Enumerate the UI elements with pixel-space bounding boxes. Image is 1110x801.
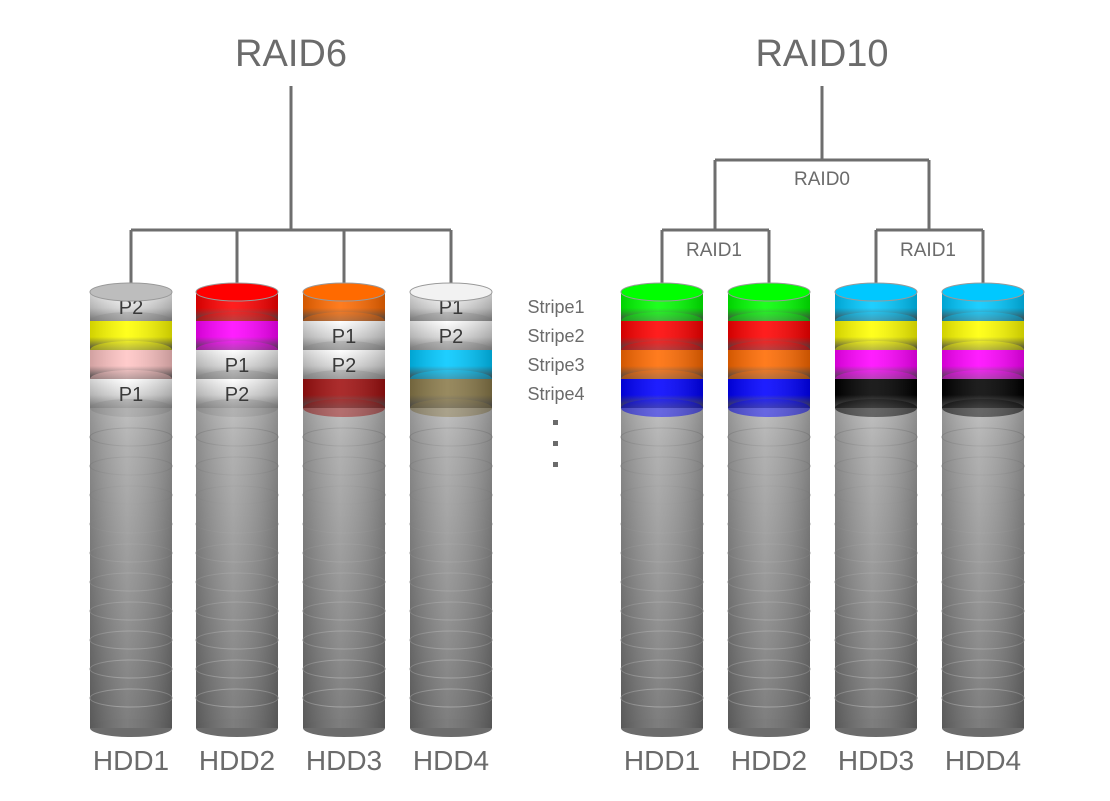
- raid10-disk-array: [620, 282, 1025, 737]
- stripe-label-4: Stripe4: [527, 384, 584, 404]
- disk-top-cap: [409, 282, 493, 302]
- raid6-connector-tree: [129, 86, 453, 292]
- stripe-label-3: Stripe3: [527, 355, 584, 375]
- raid6-title: RAID6: [235, 33, 347, 75]
- raid1-label-right: RAID1: [900, 240, 956, 261]
- raid10-disk-1: [620, 282, 704, 737]
- disk-top-cap: [302, 282, 386, 302]
- stripe-label-1: Stripe1: [527, 297, 584, 317]
- raid6-disk-label-2: HDD2: [199, 745, 275, 776]
- disk-top-cap: [834, 282, 918, 302]
- raid10-connector-tree: [660, 86, 985, 292]
- stripe-legend: Stripe1 Stripe2 Stripe3 Stripe4: [527, 297, 585, 467]
- disk-top-cap: [727, 282, 811, 302]
- raid6-disk-2: P1P2: [195, 282, 279, 737]
- raid6-disk-label-4: HDD4: [413, 745, 489, 776]
- raid1-label-left: RAID1: [686, 240, 742, 261]
- raid10-disk-label-4: HDD4: [945, 745, 1021, 776]
- raid10-disk-label-3: HDD3: [838, 745, 914, 776]
- raid6-disk-array: P2P1 P1P2 P1P2 P1P2: [89, 282, 493, 737]
- raid10-disk-3: [834, 282, 918, 737]
- raid10-disk-2: [727, 282, 811, 737]
- raid6-disk-4: P1P2: [409, 282, 493, 737]
- disk-top-cap: [941, 282, 1025, 302]
- raid0-label: RAID0: [794, 169, 850, 190]
- stripe-label-2: Stripe2: [527, 326, 584, 346]
- disk-top-cap: [89, 282, 173, 302]
- continuation-dots: [553, 420, 558, 467]
- disk-top-cap: [195, 282, 279, 302]
- raid10-disk-label-2: HDD2: [731, 745, 807, 776]
- raid6-disk-1: P2P1: [89, 282, 173, 737]
- raid6-disk-3: P1P2: [302, 282, 386, 737]
- disk-top-cap: [620, 282, 704, 302]
- raid6-disk-label-1: HDD1: [93, 745, 169, 776]
- raid6-disk-label-3: HDD3: [306, 745, 382, 776]
- raid10-title: RAID10: [755, 33, 888, 75]
- raid10-disk-4: [941, 282, 1025, 737]
- raid10-disk-label-1: HDD1: [624, 745, 700, 776]
